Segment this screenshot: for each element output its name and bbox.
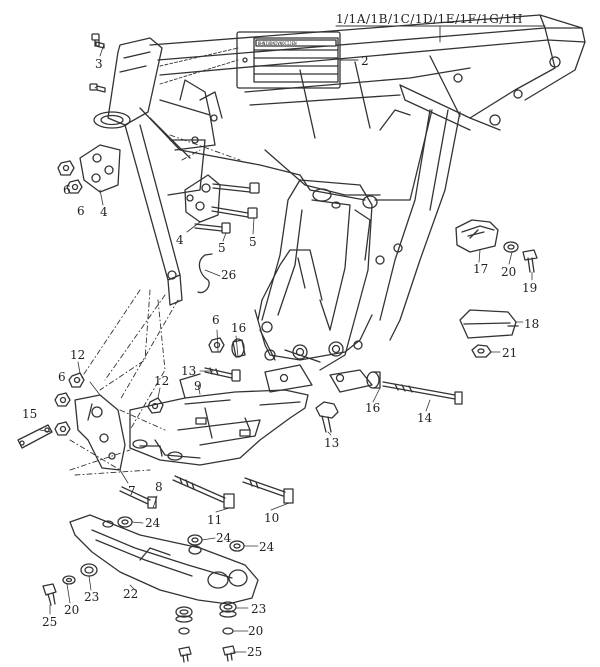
bolt-13-lower <box>315 401 339 433</box>
callout-12-right: 12 <box>154 374 170 388</box>
skid-plate-22 <box>69 514 259 605</box>
callout-10: 10 <box>264 511 280 525</box>
callout-2: 2 <box>361 54 369 68</box>
clip-26 <box>197 253 213 294</box>
strap-15 <box>17 424 53 449</box>
spacer-16-right-bolt-14 <box>366 371 463 405</box>
callout-24-b: 24 <box>216 531 232 545</box>
callout-5-upper: 5 <box>249 235 257 249</box>
callout-4-upper: 4 <box>100 205 108 219</box>
engine-hanger-plate-upper <box>79 144 121 193</box>
callout-6-c: 6 <box>212 313 220 327</box>
callout-16-left: 16 <box>231 321 247 335</box>
label-plate-2 <box>236 31 359 89</box>
long-bolts <box>119 475 294 509</box>
callout-6-d: 6 <box>58 370 66 384</box>
callout-3: 3 <box>95 57 103 71</box>
rubber-bumper-18 <box>459 309 519 339</box>
callout-20-left: 20 <box>64 603 80 617</box>
nuts-left-group <box>54 372 164 436</box>
label-leader-lines <box>159 47 239 85</box>
callout-6-a: 6 <box>63 183 71 197</box>
callout-25-left: 25 <box>42 615 58 629</box>
nut-21 <box>471 344 492 358</box>
washer-20-bolt-19 <box>503 241 538 273</box>
callout-20-right: 20 <box>501 265 517 279</box>
callout-17: 17 <box>473 262 489 276</box>
spacer-16-left <box>208 337 246 358</box>
callout-23-left: 23 <box>84 590 100 604</box>
callout-5-lower: 5 <box>218 241 226 255</box>
callout-21: 21 <box>502 346 518 360</box>
main-frame <box>93 14 586 393</box>
assembly-centerlines <box>69 134 241 476</box>
callout-13-upper: 13 <box>181 364 197 378</box>
callout-12-left: 12 <box>70 348 86 362</box>
label-plate-text: BHNIUDNIVNOCIJEN <box>258 41 297 46</box>
callout-23-right: 23 <box>251 602 267 616</box>
callout-13-lower: 13 <box>324 436 340 450</box>
nuts-6-upper <box>57 160 83 194</box>
engine-hanger-plate-middle <box>184 174 221 223</box>
bolt-13-upper <box>204 367 241 382</box>
callout-24-c: 24 <box>259 540 275 554</box>
callout-26: 26 <box>221 268 237 282</box>
callout-16-right: 16 <box>365 401 381 415</box>
callout-9: 9 <box>194 379 202 393</box>
rubber-bumper-17 <box>455 219 499 253</box>
callout-25-bottom: 25 <box>247 645 263 659</box>
callout-14: 14 <box>417 411 433 425</box>
lower-cradle-9 <box>129 373 309 466</box>
callout-22: 22 <box>123 587 139 601</box>
callout-8: 8 <box>155 480 163 494</box>
bottom-hardware <box>42 563 237 663</box>
frame-part-numbers: 1/1A/1B/1C/1D/1E/1F/1G/1H <box>336 12 523 26</box>
callout-leaders <box>39 43 533 653</box>
callout-4-middle: 4 <box>176 233 184 247</box>
footpeg-bracket-7 <box>74 394 126 471</box>
callout-7: 7 <box>128 484 136 498</box>
callout-15: 15 <box>22 407 38 421</box>
callout-18: 18 <box>524 317 540 331</box>
callout-24-a: 24 <box>145 516 161 530</box>
callout-6-b: 6 <box>77 204 85 218</box>
callout-20-bottom: 20 <box>248 624 264 638</box>
callout-11: 11 <box>207 513 223 527</box>
bolts-3 <box>89 33 106 93</box>
callout-19: 19 <box>522 281 538 295</box>
bolts-5 <box>194 182 260 234</box>
